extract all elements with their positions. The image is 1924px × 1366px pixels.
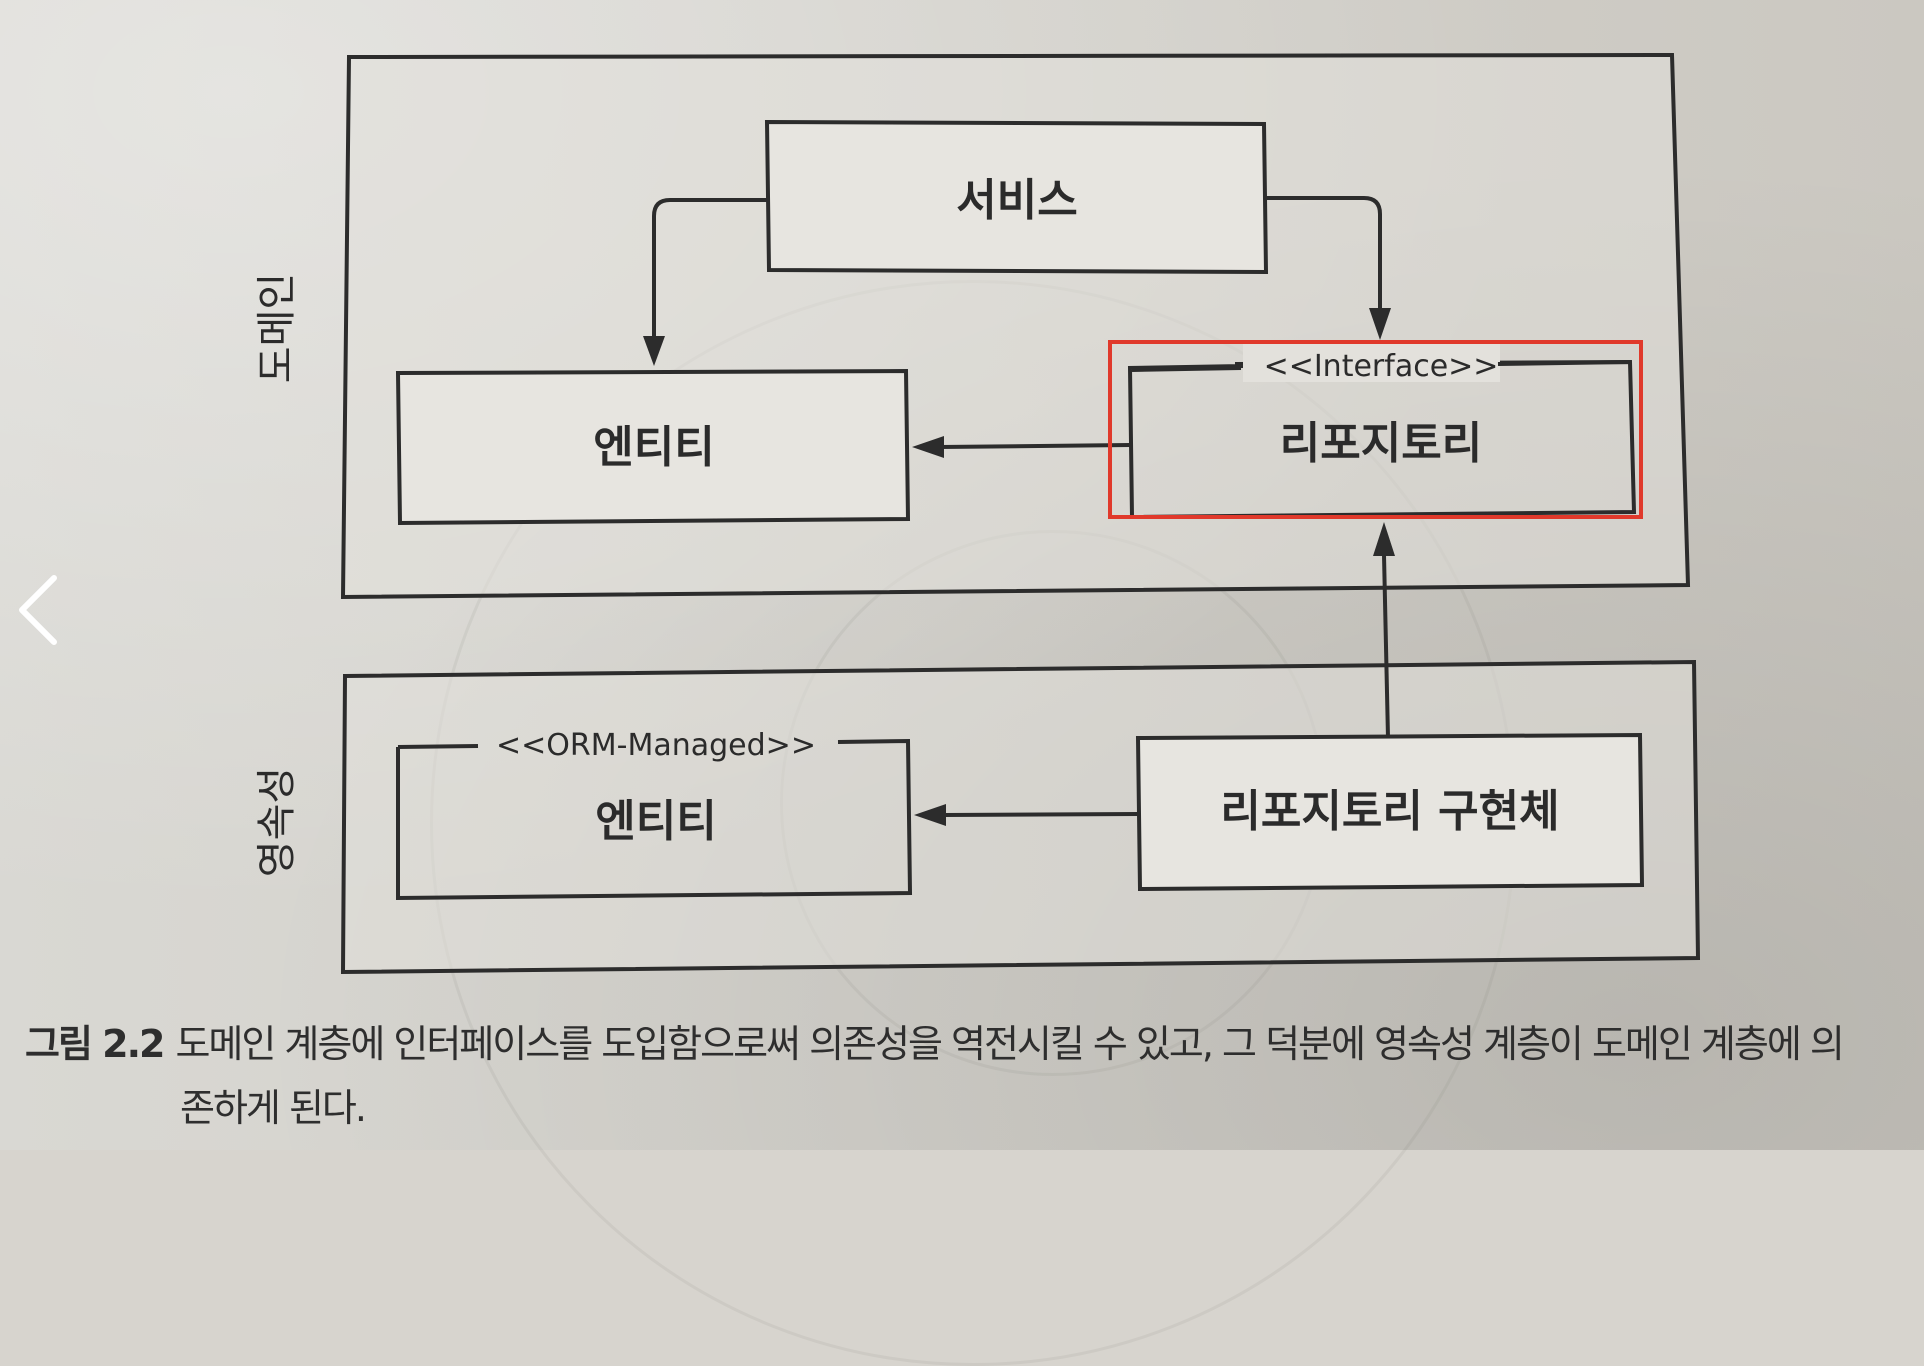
service-box [764,119,1269,275]
domain-entity-box [395,368,911,526]
arrowhead-up [1373,522,1395,556]
arrowhead-down [643,336,665,366]
arrowhead-left [914,804,946,826]
persistence-entity-box-right [396,738,913,901]
repository-impl-label: 리포지토리 구현체 [1220,786,1559,837]
domain-entity-label: 엔티티 [593,422,714,473]
chevron-left-icon [19,575,57,645]
repository-impl-box [1135,732,1645,892]
caption-line-1: 도메인 계층에 인터페이스를 도입함으로써 의존성을 역전시킬 수 있고, 그 … [175,1022,1844,1066]
arrowhead-down [1369,308,1391,340]
arrow-service-to-repository [1266,196,1382,312]
back-button[interactable] [8,560,68,660]
arrow-repository-to-entity [939,443,1131,449]
domain-layer-label: 도메인 [254,273,300,383]
arrowhead-left [912,436,944,458]
arrow-impl-to-repository [1382,554,1390,739]
arrow-impl-to-entity [944,812,1139,817]
persistence-entity-label: 엔티티 [595,796,716,847]
caption-line-2: 존하게 된다. [180,1086,367,1130]
persistence-entity-stereotype: <<ORM-Managed>> [496,728,816,763]
persistence-layer-label: 영속성 [254,767,300,877]
arrow-service-to-entity [652,198,767,342]
repository-box-top-right [1497,360,1631,366]
repository-stereotype-gap [1243,344,1500,382]
service-label: 서비스 [956,175,1077,226]
figure-number: 그림 2.2 [25,1022,165,1066]
repository-box-top-left [1131,366,1242,372]
repository-stereotype: <<Interface>> [1264,349,1499,384]
architecture-diagram: 도메인 영속성 서비스 엔티티 <<Interface>> 리포지토리 <<OR… [254,52,1701,975]
persistence-entity-box [397,744,479,749]
highlight-box [1108,340,1643,519]
repository-label: 리포지토리 [1280,418,1482,469]
